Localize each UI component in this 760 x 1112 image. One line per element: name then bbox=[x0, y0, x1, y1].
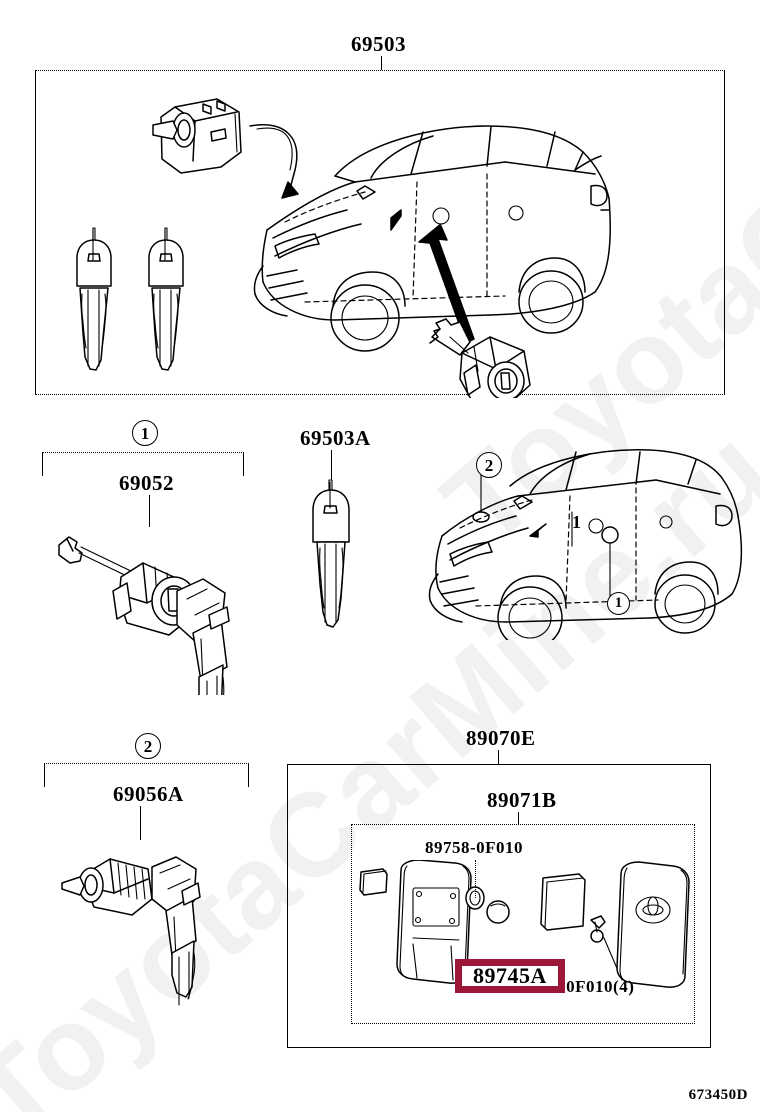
group-one-bracket bbox=[42, 452, 244, 476]
key-blank-artwork bbox=[312, 479, 350, 628]
top-panel-label: 69503 bbox=[351, 32, 406, 56]
transmitter-outer-leader bbox=[498, 750, 500, 764]
highlighted-part-number[interactable]: 89745A bbox=[455, 959, 565, 993]
top-panel-leader bbox=[381, 56, 383, 70]
transmitter-inner-leader bbox=[518, 812, 520, 824]
transmitter-exploded-artwork bbox=[359, 860, 690, 988]
transmitter-outer-label: 89070E bbox=[466, 726, 536, 750]
callout-1-upper-on-vehicle: 1 bbox=[572, 512, 582, 532]
group-two-leader bbox=[140, 806, 142, 840]
cover-part-leader bbox=[475, 860, 476, 898]
key-blank-leader bbox=[331, 450, 333, 480]
cover-part-label: 89758-0F010 bbox=[425, 838, 524, 857]
transmitter-inner-panel bbox=[351, 824, 695, 1024]
group-two-label: 69056A bbox=[113, 782, 184, 806]
group-one-leader bbox=[149, 495, 151, 527]
top-panel-artwork bbox=[76, 98, 611, 398]
callout-circle-1-on-vehicle: 1 bbox=[607, 592, 630, 615]
key-blank-label: 69503A bbox=[300, 426, 371, 450]
middle-vehicle-artwork bbox=[428, 449, 743, 640]
door-lock-cylinder-assembly-artwork bbox=[61, 856, 201, 1006]
callout-circle-2-on-vehicle: 2 bbox=[476, 452, 502, 478]
drawing-number: 673450D bbox=[688, 1087, 748, 1103]
group-one-label: 69052 bbox=[119, 471, 174, 495]
group-two-bracket bbox=[44, 763, 249, 787]
top-panel-frame bbox=[35, 70, 725, 395]
callout-circle-2: 2 bbox=[135, 733, 161, 759]
transmitter-outer-panel bbox=[287, 764, 711, 1048]
ignition-switch-assembly-artwork bbox=[58, 536, 230, 695]
transmitter-inner-label: 89071B bbox=[487, 788, 557, 812]
callout-circle-1: 1 bbox=[132, 420, 158, 446]
